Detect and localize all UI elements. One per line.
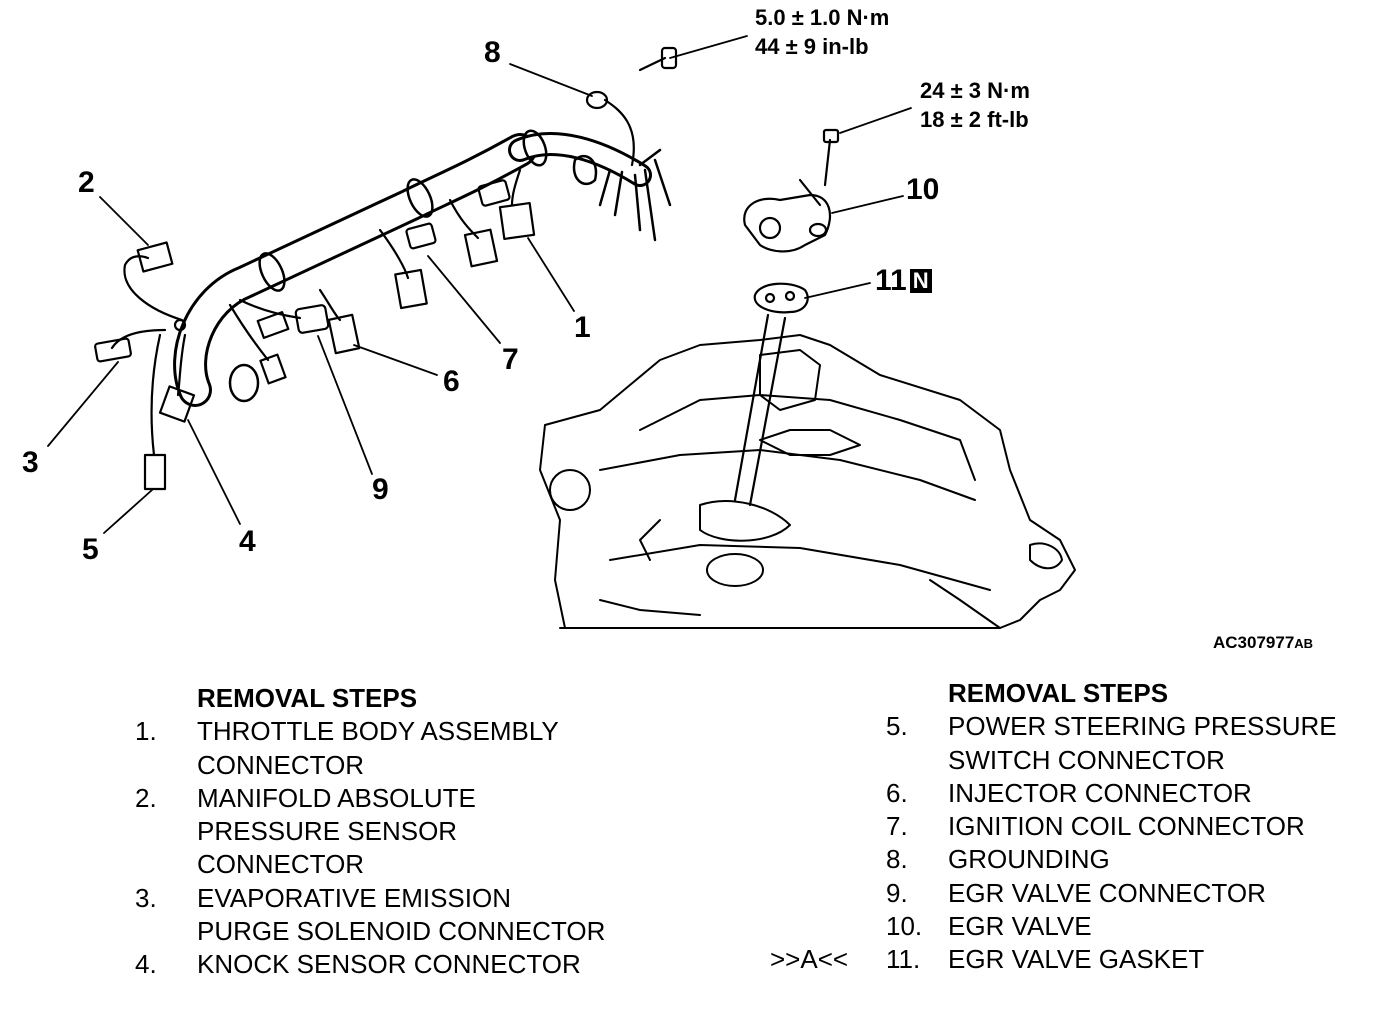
leader-lines bbox=[47, 35, 912, 534]
step-text-line: MANIFOLD ABSOLUTE bbox=[197, 782, 476, 813]
callout-5: 5 bbox=[82, 533, 99, 566]
torque-metric: 24 ± 3 N·m bbox=[920, 78, 1030, 103]
step-item-11: >>A<< 11. EGR VALVE GASKET bbox=[770, 943, 1366, 976]
service-point-marker: >>A<< bbox=[770, 944, 849, 975]
step-number: 1. bbox=[135, 716, 157, 747]
callout-9: 9 bbox=[372, 473, 389, 506]
figure-id-suffix: AB bbox=[1294, 636, 1314, 651]
step-text-line: PURGE SOLENOID CONNECTOR bbox=[197, 916, 606, 947]
step-number: 7. bbox=[886, 811, 908, 842]
step-number: 11. bbox=[886, 944, 921, 975]
figure-id: AC307977AB bbox=[1213, 633, 1313, 653]
step-number: 8. bbox=[886, 844, 908, 875]
egr-valve-assembly bbox=[733, 128, 840, 507]
callout-7: 7 bbox=[502, 343, 519, 376]
steps-header: REMOVAL STEPS bbox=[197, 683, 418, 713]
step-text-line: POWER STEERING PRESSURE bbox=[948, 711, 1337, 742]
step-item-3: 3. EVAPORATIVE EMISSION PURGE SOLENOID C… bbox=[135, 882, 695, 949]
step-number: 6. bbox=[886, 777, 908, 808]
step-number: 10. bbox=[886, 911, 923, 942]
step-text-line: IGNITION COIL CONNECTOR bbox=[948, 811, 1305, 842]
step-item-5: 5. POWER STEERING PRESSURE SWITCH CONNEC… bbox=[886, 710, 1366, 777]
callout-4: 4 bbox=[239, 525, 256, 558]
step-item-9: 9. EGR VALVE CONNECTOR bbox=[886, 877, 1366, 910]
removal-steps-left: REMOVAL STEPS 1. THROTTLE BODY ASSEMBLY … bbox=[135, 682, 695, 982]
step-text-line: THROTTLE BODY ASSEMBLY bbox=[197, 716, 559, 747]
step-item-6: 6. INJECTOR CONNECTOR bbox=[886, 777, 1366, 810]
step-item-4: 4. KNOCK SENSOR CONNECTOR bbox=[135, 948, 695, 981]
step-item-1: 1. THROTTLE BODY ASSEMBLY CONNECTOR bbox=[135, 715, 695, 782]
step-text-line: EGR VALVE CONNECTOR bbox=[948, 877, 1266, 908]
step-number: 9. bbox=[886, 877, 908, 908]
step-text-line: CONNECTOR bbox=[197, 849, 365, 880]
torque-spec-egr: 24 ± 3 N·m 18 ± 2 ft-lb bbox=[920, 76, 1030, 134]
new-part-badge: N bbox=[909, 269, 932, 293]
step-text-line: GROUNDING bbox=[948, 844, 1110, 875]
step-number: 3. bbox=[135, 882, 157, 913]
callout-2: 2 bbox=[78, 166, 95, 199]
step-item-2: 2. MANIFOLD ABSOLUTE PRESSURE SENSOR CON… bbox=[135, 782, 695, 882]
step-text-line: EGR VALVE bbox=[948, 911, 1092, 942]
step-number: 4. bbox=[135, 949, 157, 980]
removal-steps-right: REMOVAL STEPS 5. POWER STEERING PRESSURE… bbox=[770, 677, 1366, 977]
engine-block bbox=[539, 334, 1076, 629]
step-text-line: KNOCK SENSOR CONNECTOR bbox=[197, 949, 581, 980]
callout-11-number: 11 bbox=[875, 264, 907, 297]
grounding-wire bbox=[585, 46, 678, 167]
step-number: 5. bbox=[886, 711, 908, 742]
step-text-line: CONNECTOR bbox=[197, 749, 365, 780]
step-item-10: 10. EGR VALVE bbox=[886, 910, 1366, 943]
torque-spec-grounding: 5.0 ± 1.0 N·m 44 ± 9 in-lb bbox=[755, 3, 889, 61]
torque-imperial: 18 ± 2 ft-lb bbox=[920, 107, 1029, 132]
step-text-line: EGR VALVE GASKET bbox=[948, 944, 1205, 975]
diagram-artwork bbox=[47, 35, 1076, 629]
callout-6: 6 bbox=[443, 365, 460, 398]
callout-10: 10 bbox=[906, 173, 940, 206]
step-item-8: 8. GROUNDING bbox=[886, 843, 1366, 876]
torque-metric: 5.0 ± 1.0 N·m bbox=[755, 5, 890, 30]
callout-1: 1 bbox=[574, 311, 591, 344]
step-text-line: SWITCH CONNECTOR bbox=[948, 744, 1225, 775]
callout-8: 8 bbox=[484, 36, 501, 69]
steps-header: REMOVAL STEPS bbox=[948, 678, 1169, 708]
step-item-7: 7. IGNITION COIL CONNECTOR bbox=[886, 810, 1366, 843]
figure-id-main: AC307977 bbox=[1213, 633, 1295, 652]
step-text-line: PRESSURE SENSOR bbox=[197, 816, 458, 847]
wiring-harness bbox=[173, 129, 672, 407]
step-number: 2. bbox=[135, 782, 157, 813]
callout-3: 3 bbox=[22, 446, 39, 479]
step-text-line: EVAPORATIVE EMISSION bbox=[197, 882, 511, 913]
step-text-line: INJECTOR CONNECTOR bbox=[948, 777, 1252, 808]
torque-imperial: 44 ± 9 in-lb bbox=[755, 34, 869, 59]
branch-connectors bbox=[94, 168, 536, 491]
